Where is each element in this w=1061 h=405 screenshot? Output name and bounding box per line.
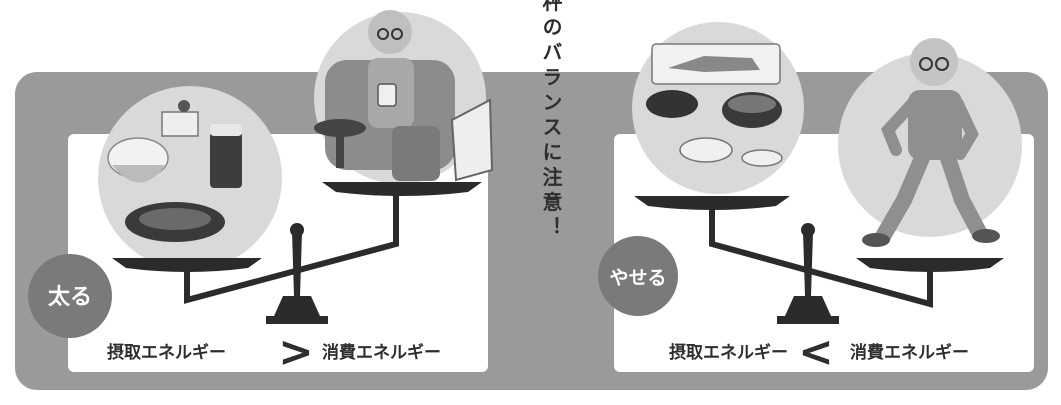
right-intake-label: 摂取エネルギー [669,342,788,363]
food-plate-icon [98,86,282,270]
gain-badge: 太る [28,254,112,338]
right-expenditure-label: 消費エネルギー [850,342,969,363]
balance-scale-icon-right [634,196,1004,324]
left-expenditure-label: 消費エネルギー [322,342,441,363]
left-comparison-sign: > [278,327,313,376]
gain-badge-label: 太る [48,285,92,310]
left-panel: 太る 摂取エネルギー > 消費エネルギー [28,10,494,376]
japanese-meal-icon [632,22,804,194]
right-panel: やせる 摂取エネルギー < 消費エネルギー [598,22,1034,376]
tv-watching-man-icon [314,10,494,184]
walking-man-icon [838,38,1022,247]
loss-badge-label: やせる [609,267,666,289]
vertical-title: 天秤のバランスに注意！ [539,0,563,242]
left-intake-label: 摂取エネルギー [107,342,226,363]
loss-badge: やせる [598,236,678,316]
balance-scale-icon [112,182,482,324]
right-comparison-sign: < [798,327,833,376]
